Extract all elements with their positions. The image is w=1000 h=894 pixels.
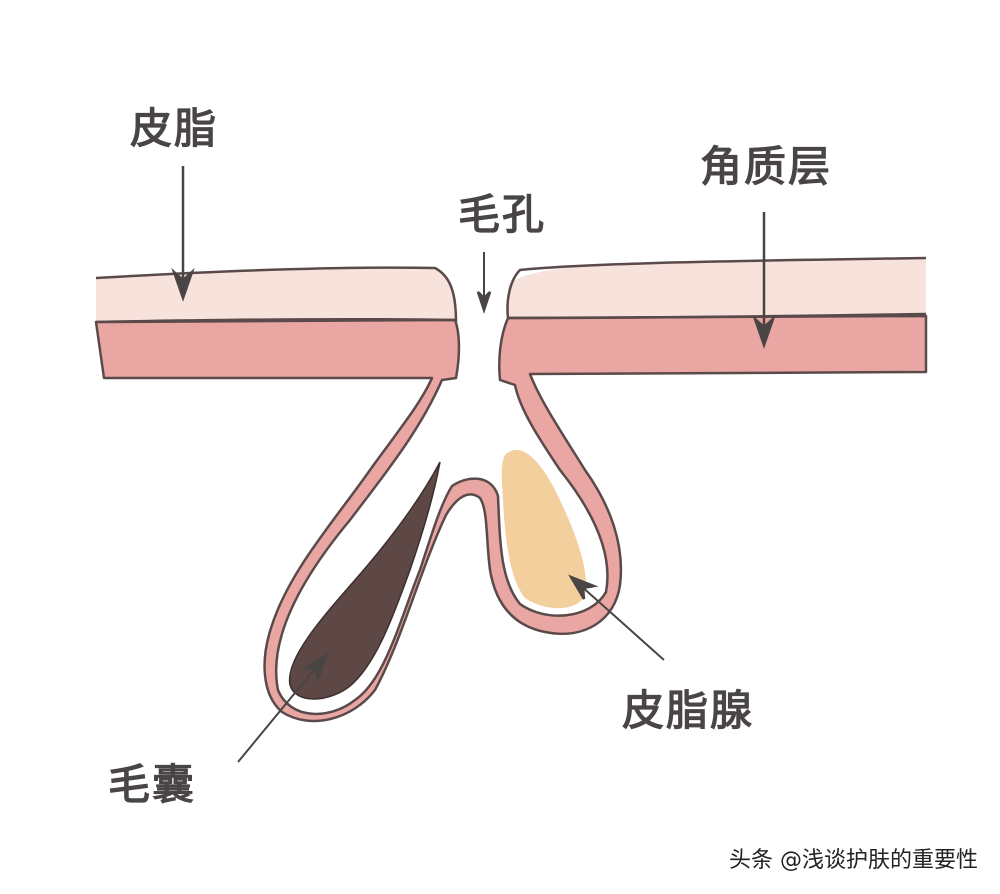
- layer-boundary-right: [507, 312, 927, 320]
- label-hair-follicle: 毛囊: [108, 760, 197, 809]
- arrow-follicle-head: [304, 651, 329, 680]
- arrow-pore-head: [476, 291, 492, 314]
- hair-follicle-core: [288, 461, 441, 700]
- layer-boundary-left: [95, 317, 456, 324]
- lower-skin-layer: [94, 314, 928, 723]
- arrow-sebum-head: [171, 267, 195, 302]
- skin-surface-line-right: [506, 256, 927, 319]
- label-stratum-corneum: 角质层: [700, 142, 833, 191]
- upper-skin-layer-right: [508, 258, 926, 320]
- label-pore: 毛孔: [458, 190, 547, 239]
- arrow-follicle-line: [237, 664, 319, 763]
- label-sebaceous-gland: 皮脂腺: [622, 686, 755, 735]
- arrow-gland-line: [579, 584, 665, 661]
- arrows: [171, 166, 776, 763]
- arrow-corneum-head: [752, 314, 776, 349]
- watermark: 头条 @浅谈护肤的重要性: [729, 848, 978, 873]
- skin-surface-line-left: [95, 266, 458, 323]
- sebaceous-gland-body: [501, 449, 586, 609]
- label-sebum: 皮脂: [130, 104, 219, 153]
- arrow-gland-head: [568, 574, 599, 600]
